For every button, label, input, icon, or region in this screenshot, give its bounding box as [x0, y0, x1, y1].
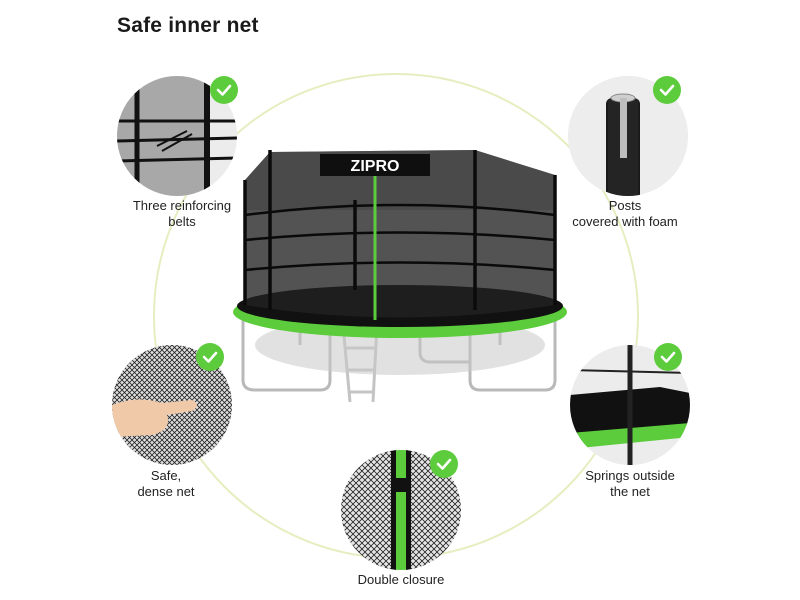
check-icon: [654, 343, 682, 371]
foam-post-icon: [568, 76, 688, 196]
check-icon: [196, 343, 224, 371]
belts-closeup-icon: [117, 76, 237, 196]
check-icon: [210, 76, 238, 104]
trampoline-image: ZIPRO: [233, 150, 567, 403]
caption-net: Safe, dense net: [137, 468, 195, 499]
caption-posts: Posts covered with foam: [572, 198, 678, 229]
feature-image-net: [112, 345, 232, 465]
brand-banner: ZIPRO: [351, 158, 400, 175]
page-title: Safe inner net: [117, 14, 259, 37]
caption-belts: Three reinforcing belts: [132, 198, 232, 229]
check-icon: [653, 76, 681, 104]
check-icon: [430, 450, 458, 478]
dense-net-icon: [112, 345, 232, 465]
caption-springs: Springs outside the net: [585, 468, 675, 499]
caption-closure: Double closure: [357, 572, 445, 587]
